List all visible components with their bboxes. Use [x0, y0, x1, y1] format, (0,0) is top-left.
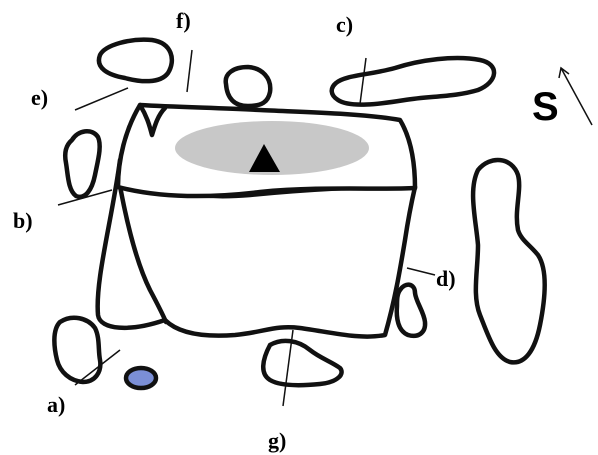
label-f: f): [176, 8, 191, 33]
label-c: c): [336, 12, 353, 37]
label-b: b): [13, 208, 33, 233]
leader-f: [186, 49, 193, 93]
compass-arrow-icon: [558, 66, 593, 126]
leader-a: [74, 349, 121, 386]
label-a: a): [47, 392, 65, 417]
main-block-left-edge: [115, 172, 169, 325]
blob-g: [261, 338, 344, 388]
leader-c: [359, 57, 367, 105]
compass-letter: S: [532, 85, 559, 129]
central-ellipse: [175, 121, 369, 175]
blob-a: [52, 315, 103, 385]
label-d: d): [436, 266, 456, 291]
triangle-marker-icon: [249, 144, 280, 172]
blob-d: [394, 282, 428, 339]
blob-right-tall: [470, 157, 547, 365]
blob-top-center: [223, 64, 273, 109]
leader-b: [57, 189, 113, 206]
label-e: e): [31, 85, 48, 110]
roof-notch: [137, 102, 168, 138]
blob-c: [329, 55, 497, 107]
blue-dot: [123, 365, 159, 391]
label-g: g): [268, 428, 286, 453]
leader-d: [406, 267, 436, 276]
blob-top-left: [96, 37, 174, 84]
blob-b: [63, 129, 102, 200]
leader-e: [74, 87, 129, 111]
leader-g: [282, 329, 294, 407]
